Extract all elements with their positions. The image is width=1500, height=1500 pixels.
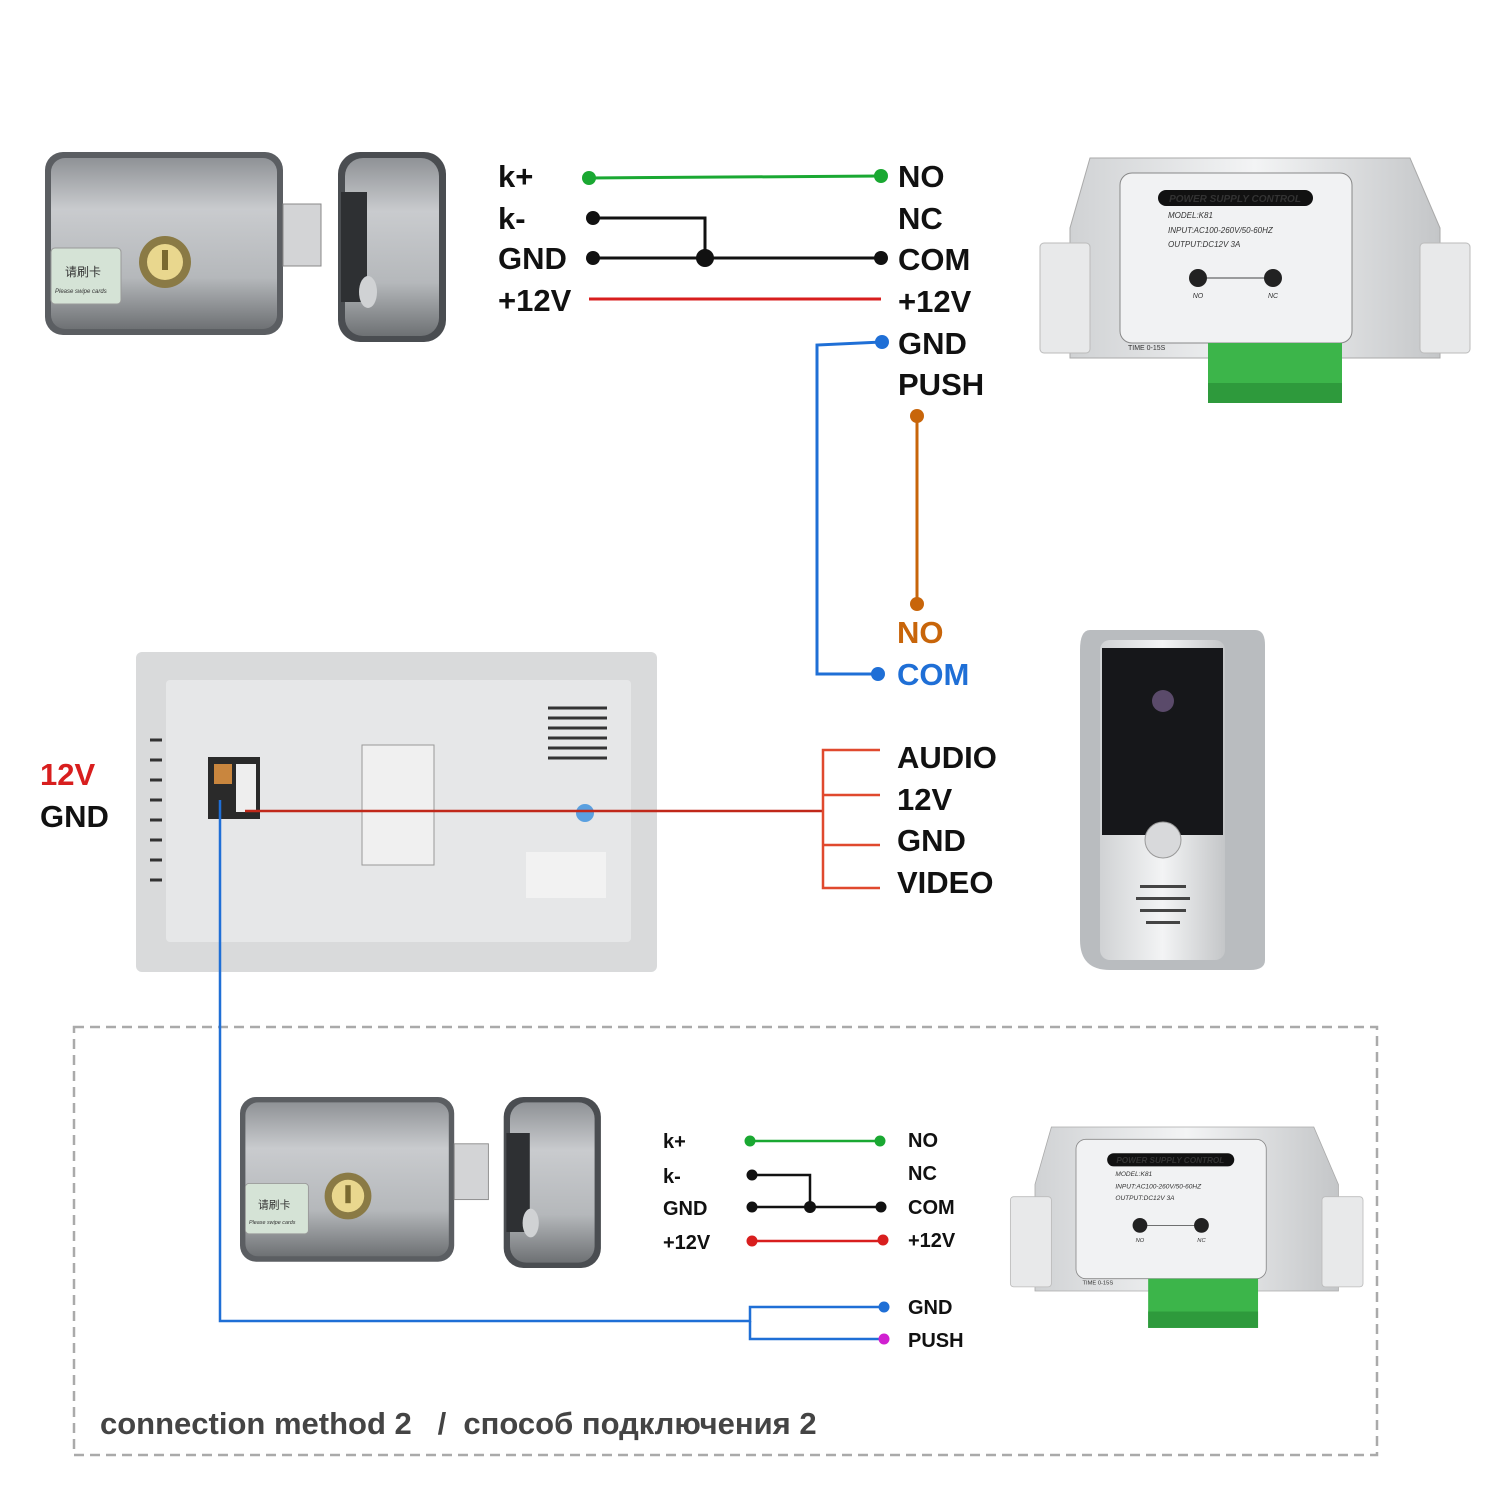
monitor-gnd-label: GND	[40, 799, 109, 834]
psu-terminal-gnd: GND	[898, 326, 967, 361]
m2-lock-terminal-12v: +12V	[663, 1232, 711, 1254]
psu-led-nc: NC	[1197, 1238, 1206, 1244]
m2-psu-terminal-nc: NC	[908, 1163, 937, 1185]
m2-lock-terminal-k-plus: k+	[663, 1131, 686, 1153]
lock-card-cn: 请刷卡	[65, 265, 101, 279]
psu-led-nc: NC	[1268, 293, 1279, 300]
m2-psu-terminal-no: NO	[908, 1130, 938, 1152]
psu-input: INPUT:AC100-260V/50-60HZ	[1168, 226, 1274, 235]
exit-no-label: NO	[897, 615, 944, 650]
m2-psu-terminal-12v: +12V	[908, 1230, 956, 1252]
m2-psu-terminal-gnd: GND	[908, 1297, 952, 1319]
psu-model: MODEL:K81	[1168, 211, 1213, 220]
m2-lock-terminal-gnd: GND	[663, 1198, 707, 1220]
outdoor-gnd-label: GND	[897, 823, 966, 858]
method2-power-supply-image: POWER SUPPLY CONTROL MODEL:K81 INPUT:AC1…	[1009, 1126, 1364, 1329]
psu-output: OUTPUT:DC12V 3A	[1168, 240, 1240, 249]
method2-dashed-box	[72, 1025, 1379, 1457]
psu-terminal-no: NO	[898, 159, 945, 194]
psu-output: OUTPUT:DC12V 3A	[1115, 1195, 1175, 1202]
m2-psu-terminal-push: PUSH	[908, 1330, 964, 1352]
method2-lock-image: 请刷卡 Please swipe cards	[239, 1096, 602, 1269]
lock-terminal-k-plus: k+	[498, 159, 533, 194]
method2-wiring: k+ k- GND +12V NO NC COM +12V GND PUSH	[218, 800, 964, 1352]
psu-input: INPUT:AC100-260V/50-60HZ	[1115, 1184, 1202, 1191]
psu-model: MODEL:K81	[1115, 1171, 1152, 1178]
method2-caption: connection method 2 / способ подключения…	[100, 1406, 817, 1441]
outdoor-video-label: VIDEO	[897, 865, 993, 900]
lock-terminal-gnd: GND	[498, 241, 567, 276]
lock-terminal-k-minus: k-	[498, 201, 526, 236]
psu-time-label: TIME 0-15S	[1083, 1280, 1114, 1286]
psu-terminal-nc: NC	[898, 201, 943, 236]
lock-card-en: Please swipe cards	[249, 1220, 296, 1226]
psu-terminal-push: PUSH	[898, 367, 984, 402]
top-wiring: k+ k- GND +12V NO NC COM +12V GND PUSH N…	[498, 159, 984, 692]
psu-time-label: TIME 0-15S	[1128, 345, 1166, 352]
lock-card-en: Please swipe cards	[55, 289, 107, 295]
outdoor-12v-label: 12V	[897, 782, 952, 817]
psu-title: POWER SUPPLY CONTROL	[1169, 194, 1301, 205]
outdoor-wiring: AUDIO 12V GND VIDEO	[245, 740, 997, 900]
psu-terminal-12v: +12V	[898, 284, 972, 319]
psu-led-no: NO	[1136, 1238, 1145, 1244]
outdoor-camera-image	[1080, 630, 1265, 970]
m2-psu-terminal-com: COM	[908, 1197, 955, 1219]
psu-led-no: NO	[1193, 293, 1204, 300]
psu-title: POWER SUPPLY CONTROL	[1116, 1156, 1224, 1165]
electric-lock-image: 请刷卡 Please swipe cards	[44, 151, 447, 343]
lock-terminal-12v: +12V	[498, 283, 572, 318]
lock-card-cn: 请刷卡	[258, 1199, 291, 1212]
psu-terminal-com: COM	[898, 242, 970, 277]
m2-lock-terminal-k-minus: k-	[663, 1166, 681, 1188]
power-supply-image: POWER SUPPLY CONTROL MODEL:K81 INPUT:AC1…	[1039, 157, 1471, 404]
outdoor-audio-label: AUDIO	[897, 740, 997, 775]
exit-com-label: COM	[897, 657, 969, 692]
monitor-12v-label: 12V	[40, 757, 95, 792]
